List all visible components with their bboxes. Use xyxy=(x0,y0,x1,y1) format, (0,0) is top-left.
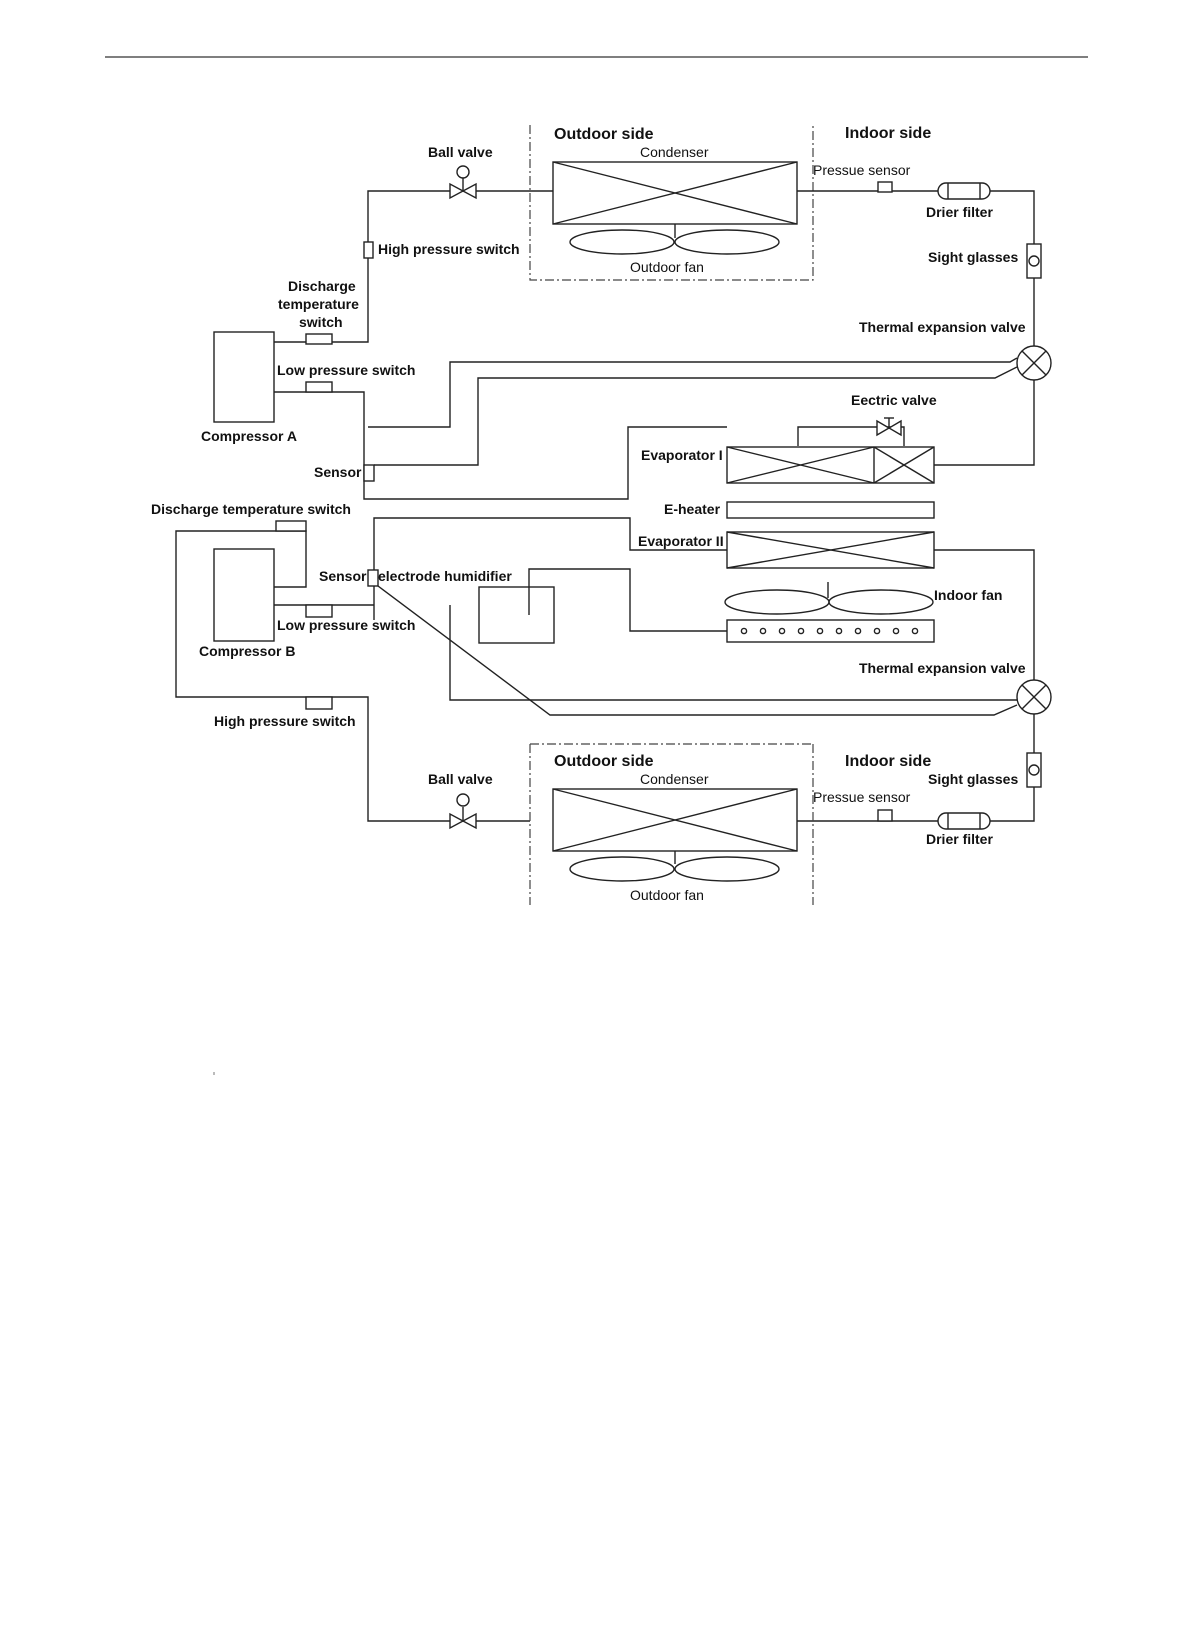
ball-valve-top-icon xyxy=(449,165,477,200)
indoor-fan-label: Indoor fan xyxy=(934,587,1002,603)
liquid-line-b xyxy=(797,714,1035,822)
outdoor-side-label-top: Outdoor side xyxy=(554,126,654,143)
suction-line-a xyxy=(274,391,727,500)
electric-valve-line xyxy=(797,426,905,446)
compressor-b xyxy=(213,548,275,642)
high-pressure-switch-top-icon xyxy=(363,241,374,259)
compressor-a-label: Compressor A xyxy=(201,428,297,444)
electric-valve-icon xyxy=(876,417,902,437)
sight-glasses-label-top: Sight glasses xyxy=(928,249,1018,265)
drier-filter-label-top: Drier filter xyxy=(926,204,993,220)
evaporator-1 xyxy=(726,446,935,484)
thermal-expansion-valve-top-icon xyxy=(1016,345,1052,381)
condenser-bottom xyxy=(552,788,798,852)
discharge-temp-switch-top-icon xyxy=(305,333,333,345)
evaporator-2 xyxy=(726,531,935,569)
outdoor-fan-label-top: Outdoor fan xyxy=(630,259,704,275)
pressure-sensor-top-icon xyxy=(877,181,893,193)
drier-filter-top-icon xyxy=(937,182,991,200)
high-pressure-switch-bottom-icon xyxy=(305,696,333,710)
indoor-side-label-top: Indoor side xyxy=(845,125,931,142)
discharge-temp-switch-label-line2: temperature xyxy=(278,296,359,312)
evaporator-1-label: Evaporator I xyxy=(641,447,723,463)
indoor-fan-icon xyxy=(724,582,934,615)
discharge-temp-switch-label-line3: switch xyxy=(299,314,343,330)
indoor-side-label-bottom: Indoor side xyxy=(845,753,931,770)
sensor-top-icon xyxy=(363,464,375,482)
outdoor-side-label-bottom: Outdoor side xyxy=(554,753,654,770)
condenser-label-top: Condenser xyxy=(640,144,709,160)
ball-valve-bottom-icon xyxy=(449,793,477,830)
discharge-temp-switch-label-line1: Discharge xyxy=(288,278,356,294)
low-pressure-switch-top-icon xyxy=(305,381,333,393)
sensor-bottom-icon xyxy=(367,569,379,587)
outdoor-fan-bottom xyxy=(569,851,780,882)
electrode-humidifier-label: electrode humidifier xyxy=(378,568,512,584)
high-pressure-switch-label-top: High pressure switch xyxy=(378,241,520,257)
e-heater xyxy=(726,501,935,519)
evaporator-2-label: Evaporator II xyxy=(638,533,724,549)
circuit-a xyxy=(213,125,1052,500)
txv-outlet-a xyxy=(934,380,1035,466)
electric-valve-label: Eectric valve xyxy=(851,392,937,408)
condenser-top xyxy=(552,161,798,225)
condenser-label-bottom: Condenser xyxy=(640,771,709,787)
drier-filter-bottom-icon xyxy=(937,812,991,830)
compressor-b-label: Compressor B xyxy=(199,643,295,659)
evap2-outlet xyxy=(934,549,1035,680)
sensor-label-bottom: Sensor xyxy=(319,568,367,584)
liquid-line-a xyxy=(797,190,1035,362)
outdoor-zone-boundary-top xyxy=(529,125,814,281)
outdoor-fan-label-bottom: Outdoor fan xyxy=(630,887,704,903)
high-pressure-switch-label-bottom: High pressure switch xyxy=(214,713,356,729)
capillary-b2 xyxy=(377,585,1018,716)
suction-riser-b xyxy=(373,517,727,620)
discharge-line-b1 xyxy=(175,530,530,822)
ball-valve-label-top: Ball valve xyxy=(428,144,493,160)
low-pressure-switch-label-top: Low pressure switch xyxy=(277,362,415,378)
discharge-temp-switch-bottom-icon xyxy=(275,520,307,532)
sensor-label-top: Sensor xyxy=(314,464,362,480)
low-pressure-switch-label-bottom: Low pressure switch xyxy=(277,617,415,633)
humidifier-nozzle-bar xyxy=(726,619,935,643)
pressure-sensor-label-bottom: Pressue sensor xyxy=(813,789,911,805)
ball-valve-label-bottom: Ball valve xyxy=(428,771,493,787)
drier-filter-label-bottom: Drier filter xyxy=(926,831,993,847)
capillary-a1 xyxy=(368,357,1018,428)
pressure-sensor-label-top: Pressue sensor xyxy=(813,162,911,178)
outdoor-fan-top xyxy=(569,224,780,255)
compressor-a xyxy=(213,331,275,423)
capillary-a2 xyxy=(374,366,1018,466)
capillary-b1 xyxy=(449,605,1017,701)
sight-glass-bottom-icon xyxy=(1026,752,1042,788)
electrode-humidifier xyxy=(478,568,727,644)
low-pressure-switch-bottom-icon xyxy=(305,604,333,618)
sight-glasses-label-bottom: Sight glasses xyxy=(928,771,1018,787)
circuit-b xyxy=(175,517,1052,905)
thermal-expansion-valve-label-top: Thermal expansion valve xyxy=(859,319,1026,335)
thermal-expansion-valve-bottom-icon xyxy=(1016,679,1052,715)
sight-glass-top-icon xyxy=(1026,243,1042,279)
thermal-expansion-valve-label-bottom: Thermal expansion valve xyxy=(859,660,1026,676)
e-heater-label: E-heater xyxy=(664,501,721,517)
discharge-temperature-switch-label-bottom: Discharge temperature switch xyxy=(151,501,351,517)
pressure-sensor-bottom-icon xyxy=(877,809,893,822)
